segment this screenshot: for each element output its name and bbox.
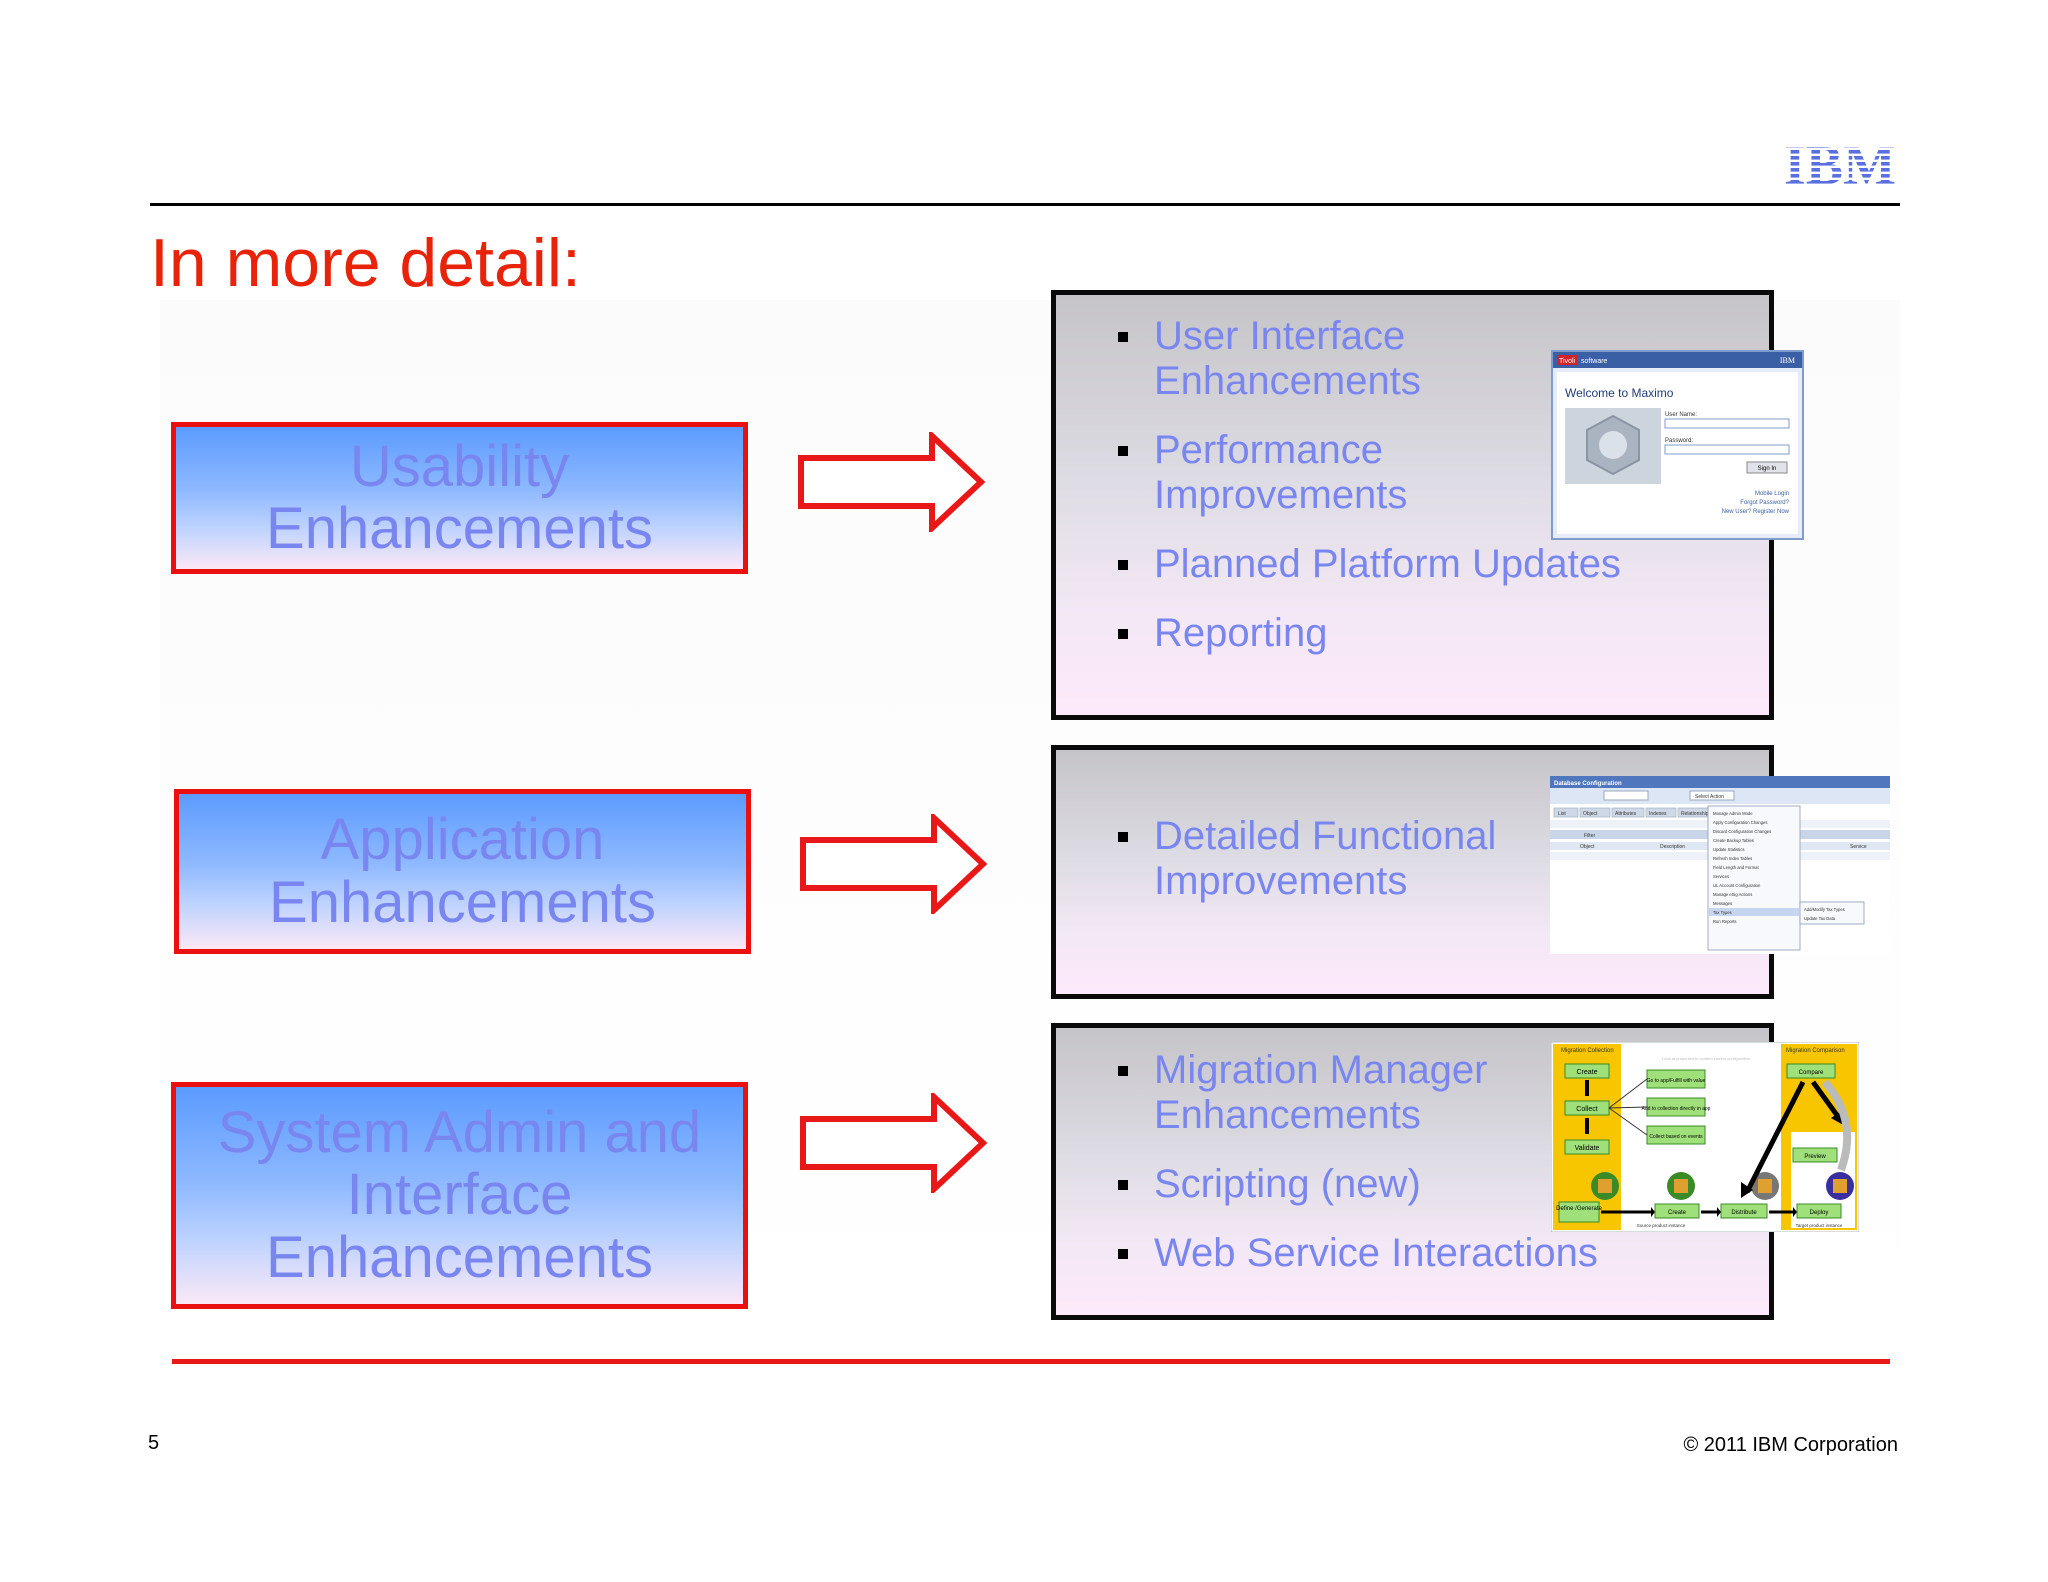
svg-text:Add/Modify Tax Types: Add/Modify Tax Types xyxy=(1804,907,1845,912)
bullet-item: Detailed Functional Improvements xyxy=(1118,814,1496,904)
svg-text:Create: Create xyxy=(1576,1069,1597,1076)
svg-text:User Name:: User Name: xyxy=(1665,412,1697,418)
svg-text:Messages: Messages xyxy=(1713,901,1732,906)
right-arrow-icon xyxy=(800,1093,988,1193)
svg-text:Source product instance: Source product instance xyxy=(1637,1223,1686,1228)
category-line: Enhancements xyxy=(269,869,656,935)
svg-text:Database Configuration: Database Configuration xyxy=(1554,781,1622,787)
svg-text:Relationships: Relationships xyxy=(1681,811,1712,817)
database-configuration-screenshot: Database Configuration Select Action Lis… xyxy=(1550,776,1890,954)
bullet-item: Planned Platform Updates xyxy=(1118,542,1621,587)
svg-text:Run Reports: Run Reports xyxy=(1713,919,1737,924)
category-application: Application Enhancements xyxy=(174,789,751,954)
svg-text:Description: Description xyxy=(1660,844,1685,850)
bullet-item: User Interface Enhancements xyxy=(1118,314,1621,404)
category-line: Enhancements xyxy=(266,496,653,561)
svg-text:Validate: Validate xyxy=(1575,1145,1600,1152)
svg-text:Service: Service xyxy=(1850,844,1867,850)
svg-text:Manage Admin Mode: Manage Admin Mode xyxy=(1713,811,1753,816)
category-line: Interface xyxy=(346,1162,573,1228)
svg-text:Go to app/Fulfill with value: Go to app/Fulfill with value xyxy=(1647,1078,1706,1084)
svg-text:Attributes: Attributes xyxy=(1615,811,1637,817)
bullet-item: Scripting (new) xyxy=(1118,1162,1598,1207)
svg-text:Migration Collection: Migration Collection xyxy=(1561,1048,1614,1054)
page-number: 5 xyxy=(148,1432,160,1454)
svg-text:Look at properties to confirm: Look at properties to confirm correct co… xyxy=(1662,1056,1750,1061)
svg-text:New User? Register Now: New User? Register Now xyxy=(1722,509,1790,515)
bullet-list-system-admin: Migration Manager Enhancements Scripting… xyxy=(1118,1048,1598,1276)
category-line: Usability xyxy=(349,433,570,499)
svg-text:Select Action: Select Action xyxy=(1695,794,1724,800)
footer-rule xyxy=(172,1359,1890,1364)
category-line: System Admin and xyxy=(217,1100,702,1166)
right-arrow-icon xyxy=(798,432,986,532)
copyright-text: © 2011 IBM Corporation xyxy=(1683,1434,1898,1456)
svg-text:Refresh Index Tables: Refresh Index Tables xyxy=(1713,856,1752,861)
svg-text:Collect: Collect xyxy=(1576,1106,1597,1113)
maximo-login-screenshot: Tivoli software IBM Welcome to Maximo Us… xyxy=(1551,350,1804,540)
migration-manager-diagram: Migration Collection Migration Compariso… xyxy=(1551,1042,1859,1232)
svg-text:IBM: IBM xyxy=(1780,356,1795,365)
category-line: Application xyxy=(320,807,605,873)
svg-text:Manage eSig Actions: Manage eSig Actions xyxy=(1713,892,1752,897)
category-system-admin: System Admin and Interface Enhancements xyxy=(171,1082,748,1309)
svg-text:Field Length and Format: Field Length and Format xyxy=(1713,865,1759,870)
svg-text:Discard Configuration Changes: Discard Configuration Changes xyxy=(1713,829,1771,834)
right-arrow-icon xyxy=(800,814,988,914)
header-rule xyxy=(150,203,1900,206)
svg-text:Tivoli: Tivoli xyxy=(1559,358,1576,365)
svg-text:Object: Object xyxy=(1583,811,1598,817)
svg-text:Target product instance: Target product instance xyxy=(1796,1223,1843,1228)
svg-text:Object: Object xyxy=(1580,844,1595,850)
svg-text:IBM: IBM xyxy=(1784,138,1896,188)
svg-text:Deploy: Deploy xyxy=(1810,1210,1829,1216)
svg-text:UL Account Configuration: UL Account Configuration xyxy=(1713,883,1761,888)
svg-text:Update Tax Data: Update Tax Data xyxy=(1804,916,1836,921)
bullet-item: Web Service Interactions xyxy=(1118,1231,1598,1276)
category-usability: Usability Enhancements xyxy=(171,422,748,574)
svg-text:List: List xyxy=(1558,811,1566,817)
category-line: Enhancements xyxy=(266,1224,653,1290)
svg-text:Filter: Filter xyxy=(1584,833,1595,839)
svg-text:Create: Create xyxy=(1668,1210,1687,1216)
svg-text:Collect based on events: Collect based on events xyxy=(1649,1134,1703,1140)
svg-text:Compare: Compare xyxy=(1799,1070,1824,1076)
svg-text:Welcome to Maximo: Welcome to Maximo xyxy=(1565,386,1674,400)
svg-text:Migration Comparison: Migration Comparison xyxy=(1786,1048,1845,1054)
svg-text:Preview: Preview xyxy=(1804,1154,1826,1160)
svg-text:Services: Services xyxy=(1713,874,1729,879)
svg-text:Indexes: Indexes xyxy=(1649,811,1667,817)
svg-text:Add to collection directly in: Add to collection directly in app xyxy=(1642,1106,1711,1112)
svg-text:Forgot Password?: Forgot Password? xyxy=(1740,500,1789,506)
bullet-item: Performance Improvements xyxy=(1118,428,1621,518)
svg-text:Create Backup Tables: Create Backup Tables xyxy=(1713,838,1754,843)
svg-text:Tax Types: Tax Types xyxy=(1713,910,1732,915)
svg-text:Distribute: Distribute xyxy=(1731,1210,1757,1216)
svg-text:Update Statistics: Update Statistics xyxy=(1713,847,1744,852)
svg-text:Sign In: Sign In xyxy=(1758,466,1777,472)
svg-text:Define /Generate: Define /Generate xyxy=(1556,1206,1602,1212)
svg-text:Mobile Login: Mobile Login xyxy=(1755,491,1789,497)
bullet-item: Reporting xyxy=(1118,611,1621,656)
bullet-list-application: Detailed Functional Improvements xyxy=(1118,814,1496,904)
bullet-list-usability: User Interface Enhancements Performance … xyxy=(1118,314,1621,656)
slide-title: In more detail: xyxy=(150,225,581,301)
svg-text:Password:: Password: xyxy=(1665,438,1693,444)
ibm-logo: IBM xyxy=(1784,138,1896,188)
svg-text:Apply Configuration Changes: Apply Configuration Changes xyxy=(1713,820,1767,825)
svg-text:software: software xyxy=(1581,358,1608,365)
bullet-item: Migration Manager Enhancements xyxy=(1118,1048,1598,1138)
